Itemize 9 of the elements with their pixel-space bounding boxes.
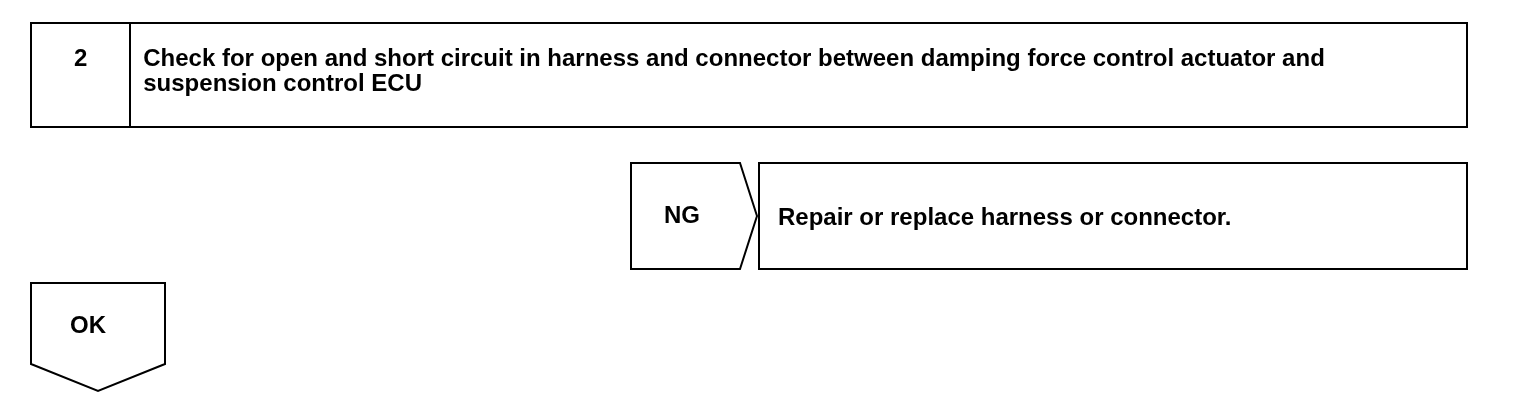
result-label: OK: [69, 310, 106, 337]
action-text: Repair or replace harness or connector.: [777, 203, 1232, 229]
step-description: Check for open and short circuit in harness and connector between damping force control actuator and suspension control ECU: [142, 43, 1326, 98]
step-number: 2: [32, 24, 132, 126]
result-label: NG: [663, 200, 700, 227]
action-box: [758, 162, 1468, 270]
result-arrow-right: [630, 162, 758, 270]
result-arrow-down: [30, 282, 166, 392]
step-box: [30, 22, 1468, 128]
